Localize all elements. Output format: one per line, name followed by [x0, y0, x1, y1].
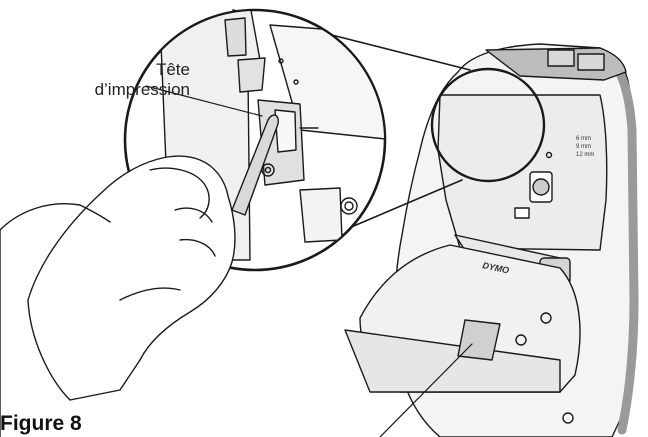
callout-line-1: Tête — [155, 60, 190, 79]
tape-size-6: 6 mm — [576, 136, 591, 142]
tape-size-labels: 6 mm 9 mm 12 mm — [576, 136, 594, 158]
tape-size-9: 9 mm — [576, 144, 591, 150]
label-printer — [344, 43, 639, 437]
print-head-callout: Tête d’impression — [80, 60, 190, 100]
detail-lens — [430, 67, 546, 183]
callout-line-2: d’impression — [94, 80, 190, 99]
tape-size-12: 12 mm — [576, 152, 594, 158]
hand-with-cleaning-pen — [0, 114, 280, 437]
figure-caption: Figure 8 — [0, 412, 82, 435]
